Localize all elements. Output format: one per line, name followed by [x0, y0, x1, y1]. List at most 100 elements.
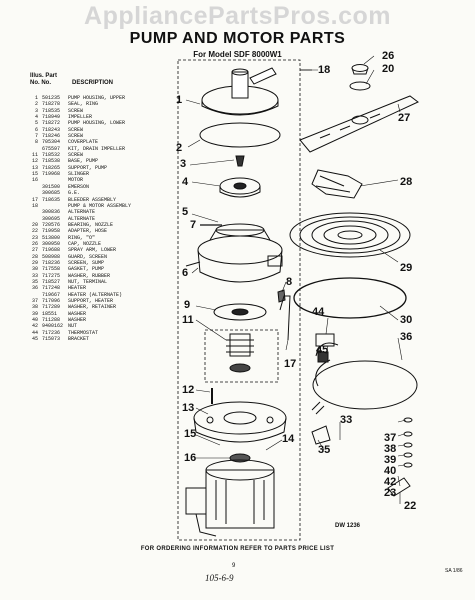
lower-pump-housing-part — [185, 223, 283, 283]
part-description: IMPELLER — [68, 114, 93, 121]
illus-number: 29 — [31, 259, 38, 266]
part-description: WASHER — [68, 317, 87, 324]
part-description: SPRAY ARM, LOWER — [68, 247, 117, 254]
impeller-part — [219, 177, 261, 198]
illus-number: 5 — [34, 120, 38, 127]
nozzle-cap-part — [351, 64, 369, 75]
part-number: 300685 — [42, 190, 61, 197]
sump-screen-part — [289, 212, 411, 258]
part-number: 718532 — [42, 152, 61, 159]
illus-number: 45 — [31, 336, 38, 343]
part-description: ADAPTER, HOSE — [68, 228, 108, 235]
illus-number: 27 — [31, 247, 38, 254]
part-number: 717248 — [42, 285, 61, 292]
part-description: WASHER — [68, 310, 87, 317]
part-number: 718236 — [42, 259, 61, 266]
part-number: 719667 — [42, 291, 61, 298]
watermark-text: AppliancePartsPros.com — [84, 2, 391, 30]
part-number: 300950 — [42, 240, 61, 247]
part-description: HEATER (ALTERNATE) — [68, 291, 123, 298]
page-number: 9 — [232, 563, 236, 569]
part-description: PUMP HOUSING, UPPER — [68, 95, 126, 101]
part-description: EMERSON — [68, 183, 90, 190]
illus-number: 17 — [31, 196, 38, 203]
illus-number: 44 — [31, 329, 38, 336]
part-description: SCREW — [68, 133, 84, 140]
callout-20: 20 — [382, 63, 395, 75]
washer-stack-part — [403, 417, 413, 468]
header-col1: Illus. Part — [30, 73, 58, 79]
thermostat-bracket-part — [315, 333, 335, 363]
illus-number: 8 — [34, 139, 38, 146]
callout-16: 16 — [184, 452, 197, 464]
part-number: 718265 — [42, 164, 61, 171]
callout-1: 1 — [176, 94, 183, 106]
illus-number: 18 — [31, 202, 38, 209]
parts-row: 18 PUMP & MOTOR ASSEMBLY — [24, 203, 174, 209]
part-number: 718246 — [42, 133, 61, 140]
illus-number: 38 — [31, 304, 38, 311]
callout-44: 44 — [312, 306, 325, 318]
parts-table-header: Illus. Part No. No. DESCRIPTION — [30, 73, 170, 87]
illus-number: 11 — [31, 152, 38, 159]
part-description: HEATER — [68, 285, 87, 292]
part-number: 717096 — [42, 298, 61, 304]
part-number: 718527 — [42, 278, 61, 285]
parts-row: 719667 HEATER (ALTERNATE) — [24, 292, 174, 298]
part-number: 711288 — [42, 317, 61, 324]
part-description: SCREW — [68, 152, 84, 159]
callout-22: 22 — [404, 500, 417, 512]
part-number: 718538 — [42, 158, 61, 165]
screw-part — [235, 155, 245, 167]
part-description: NUT, TERMINAL — [68, 278, 108, 285]
part-description: PUMP & MOTOR ASSEMBLY — [68, 202, 132, 209]
part-description: SEAL, RING — [68, 101, 99, 108]
callout-5: 5 — [182, 206, 189, 218]
part-number: 301500 — [42, 183, 61, 190]
callout-13: 13 — [182, 402, 195, 414]
part-number: 718949 — [42, 114, 61, 121]
part-description: GUARD, SCREEN — [68, 253, 108, 260]
part-description: SCREW — [68, 126, 84, 133]
callout-2: 2 — [176, 142, 183, 154]
illus-number: 26 — [31, 240, 38, 247]
part-number: 717289 — [42, 304, 61, 311]
callout-28: 28 — [400, 176, 413, 188]
part-number: 720576 — [42, 221, 61, 228]
callout-39: 39 — [384, 454, 397, 466]
illus-number: 1 — [34, 95, 38, 101]
illus-number: 3 — [34, 107, 38, 114]
callout-36: 36 — [400, 331, 413, 343]
illus-number: 28 — [31, 253, 38, 260]
illus-number: 13 — [31, 164, 38, 171]
part-description: COVERPLATE — [68, 139, 99, 146]
handwritten-note: 105-6-9 — [205, 573, 234, 583]
illus-number: 30 — [31, 266, 38, 273]
part-description: SUPPORT, HEATER — [68, 298, 114, 304]
part-description: WASHER, RETAINER — [68, 304, 117, 311]
illus-number: 39 — [31, 310, 38, 317]
part-number: 717558 — [42, 266, 61, 273]
callout-33: 33 — [340, 414, 353, 426]
bleeder-assembly-part — [279, 295, 291, 341]
callout-30: 30 — [400, 314, 413, 326]
illus-number: 20 — [31, 221, 38, 228]
